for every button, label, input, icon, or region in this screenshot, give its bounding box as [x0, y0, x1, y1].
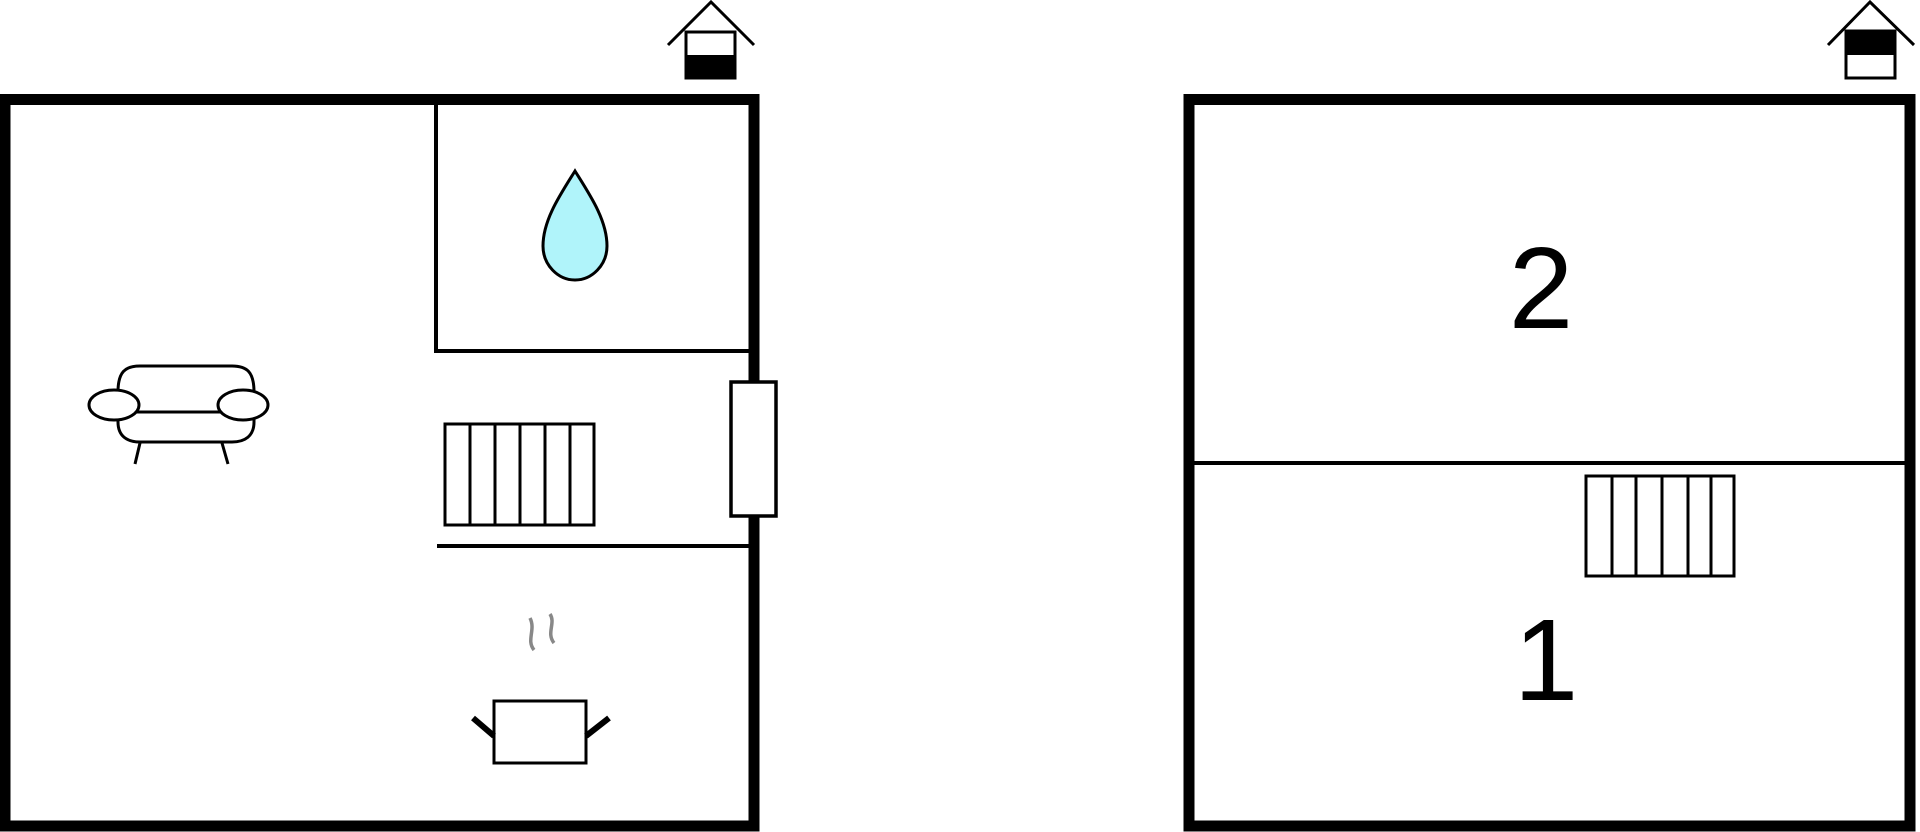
staircase-icon — [1584, 474, 1736, 578]
room-label-2: 2 — [1509, 223, 1574, 353]
room-label-1: 1 — [1514, 595, 1579, 725]
upper-floor-plan: 2 1 — [1183, 0, 1916, 832]
north-house-icon — [1826, 0, 1916, 80]
outer-wall — [1183, 94, 1916, 832]
door-icon — [729, 380, 778, 518]
bathroom-wall — [434, 100, 750, 353]
outer-wall — [0, 94, 760, 832]
cooking-pot-icon — [471, 613, 611, 765]
ground-floor-plan — [0, 0, 778, 832]
water-drop-icon — [541, 168, 609, 282]
sofa-icon — [87, 364, 270, 465]
north-house-icon — [666, 0, 756, 80]
staircase-icon — [443, 422, 596, 527]
